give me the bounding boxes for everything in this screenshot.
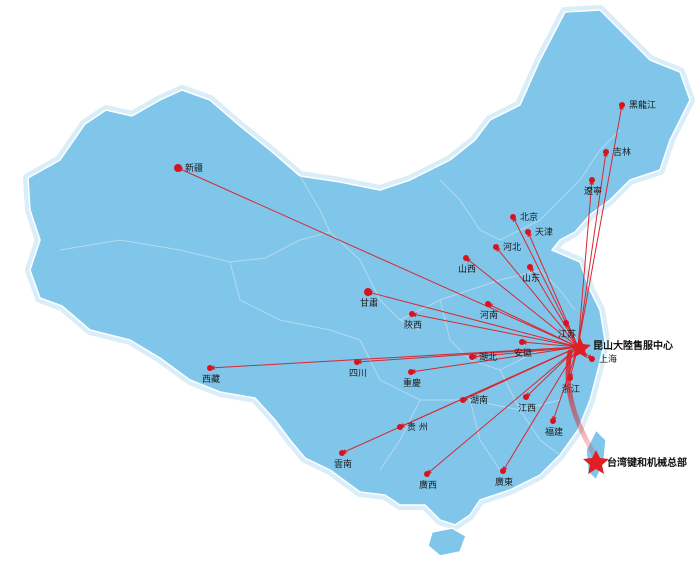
destination-label-shandong: 山东 xyxy=(522,272,540,284)
route-line-fujian xyxy=(552,346,579,422)
destination-dot-shaanxi xyxy=(409,311,415,317)
destination-label-jiangxi: 江西 xyxy=(518,403,536,414)
route-line-xinjiang xyxy=(177,167,579,348)
destination-dot-gansu xyxy=(364,288,372,296)
destination-dot-sichuan xyxy=(354,359,360,365)
province-borders xyxy=(59,129,621,471)
destination-dot-fujian xyxy=(550,418,556,424)
destination-label-sichuan: 四川 xyxy=(349,369,367,379)
destination-label-hebei: 河北 xyxy=(503,241,521,253)
destination-label-fujian: 福建 xyxy=(545,426,563,438)
destination-dot-shanghai xyxy=(589,356,595,362)
destination-label-gansu: 甘肅 xyxy=(360,297,378,309)
destination-dot-hunan xyxy=(460,397,466,403)
route-line-jiangsu xyxy=(565,322,579,348)
destination-label-hubei: 湖北 xyxy=(479,352,497,363)
destination-label-chongqing: 重慶 xyxy=(403,377,421,389)
destination-label-henan: 河南 xyxy=(480,309,498,321)
destination-label-heilongjiang: 黑龍江 xyxy=(629,99,656,111)
destination-dot-hubei xyxy=(469,354,475,360)
star-icon xyxy=(583,450,609,474)
route-line-heilongjiang xyxy=(577,104,624,348)
destination-labels: 黑龍江吉林遼寧北京天津河北山东山西河南新疆甘肅陝西江苏安徽湖北四川重慶西藏上海浙… xyxy=(185,99,656,491)
destination-label-xizang: 西藏 xyxy=(202,373,220,385)
hub-label: 昆山大陸售服中心 xyxy=(593,339,673,352)
hq-to-hub-arc xyxy=(565,349,599,461)
destination-label-beijing: 北京 xyxy=(520,211,538,223)
destination-label-guangdong: 廣東 xyxy=(495,476,513,488)
destination-dot-shandong xyxy=(527,264,533,270)
route-line-gansu xyxy=(367,290,579,348)
destination-label-liaoning: 遼寧 xyxy=(584,185,602,197)
destination-dot-jiangsu xyxy=(563,320,569,326)
destination-dot-anhui xyxy=(519,339,525,345)
destination-label-tianjin: 天津 xyxy=(535,227,553,238)
destination-label-jiangsu: 江苏 xyxy=(558,328,576,340)
destination-label-anhui: 安徽 xyxy=(514,347,532,359)
destination-points xyxy=(174,102,625,477)
star-icon xyxy=(569,337,591,358)
route-line-guangxi xyxy=(426,346,579,475)
destination-dot-beijing xyxy=(510,214,516,220)
destination-dot-jiangxi xyxy=(523,394,529,400)
destination-dot-henan xyxy=(485,301,491,307)
destination-label-xinjiang: 新疆 xyxy=(185,162,203,174)
route-line-liaoning xyxy=(577,179,595,348)
destination-dot-heilongjiang xyxy=(619,102,625,108)
destination-dot-guangxi xyxy=(424,471,430,477)
route-line-xizang xyxy=(209,346,579,371)
route-line-hebei xyxy=(495,246,579,348)
destination-dot-guizhou xyxy=(397,424,403,430)
destination-label-guangxi: 廣西 xyxy=(419,479,437,491)
destination-dot-jilin xyxy=(603,149,609,155)
destination-label-yunnan: 雲南 xyxy=(334,458,352,470)
landmass xyxy=(23,5,695,557)
destination-label-shaanxi: 陝西 xyxy=(404,320,422,331)
destination-dot-chongqing xyxy=(408,369,414,375)
destination-label-hunan: 湖南 xyxy=(470,394,488,406)
route-line-shanxi xyxy=(465,257,579,348)
destination-dot-hebei xyxy=(493,244,499,250)
destination-dot-tianjin xyxy=(525,229,531,235)
route-line-chongqing xyxy=(410,346,579,374)
hainan-island xyxy=(427,527,467,557)
route-line-anhui xyxy=(521,339,579,348)
destination-dot-liaoning xyxy=(589,177,595,183)
destination-dot-yunnan xyxy=(339,450,345,456)
destination-dot-shanxi xyxy=(463,255,469,261)
route-line-shaanxi xyxy=(411,312,579,348)
destination-dot-guangdong xyxy=(500,468,506,474)
route-line-jilin xyxy=(577,151,608,348)
destination-label-shanghai: 上海 xyxy=(599,353,617,365)
destination-label-guizhou: 贵 州 xyxy=(407,421,428,433)
route-line-shandong xyxy=(529,266,579,348)
hq-label: 台湾键和机械总部 xyxy=(607,456,687,469)
destination-dot-xinjiang xyxy=(174,164,182,172)
destination-dot-xizang xyxy=(207,365,213,371)
route-line-guangdong xyxy=(502,346,579,472)
destination-label-jilin: 吉林 xyxy=(613,146,631,158)
destination-label-shanxi: 山西 xyxy=(458,264,476,275)
